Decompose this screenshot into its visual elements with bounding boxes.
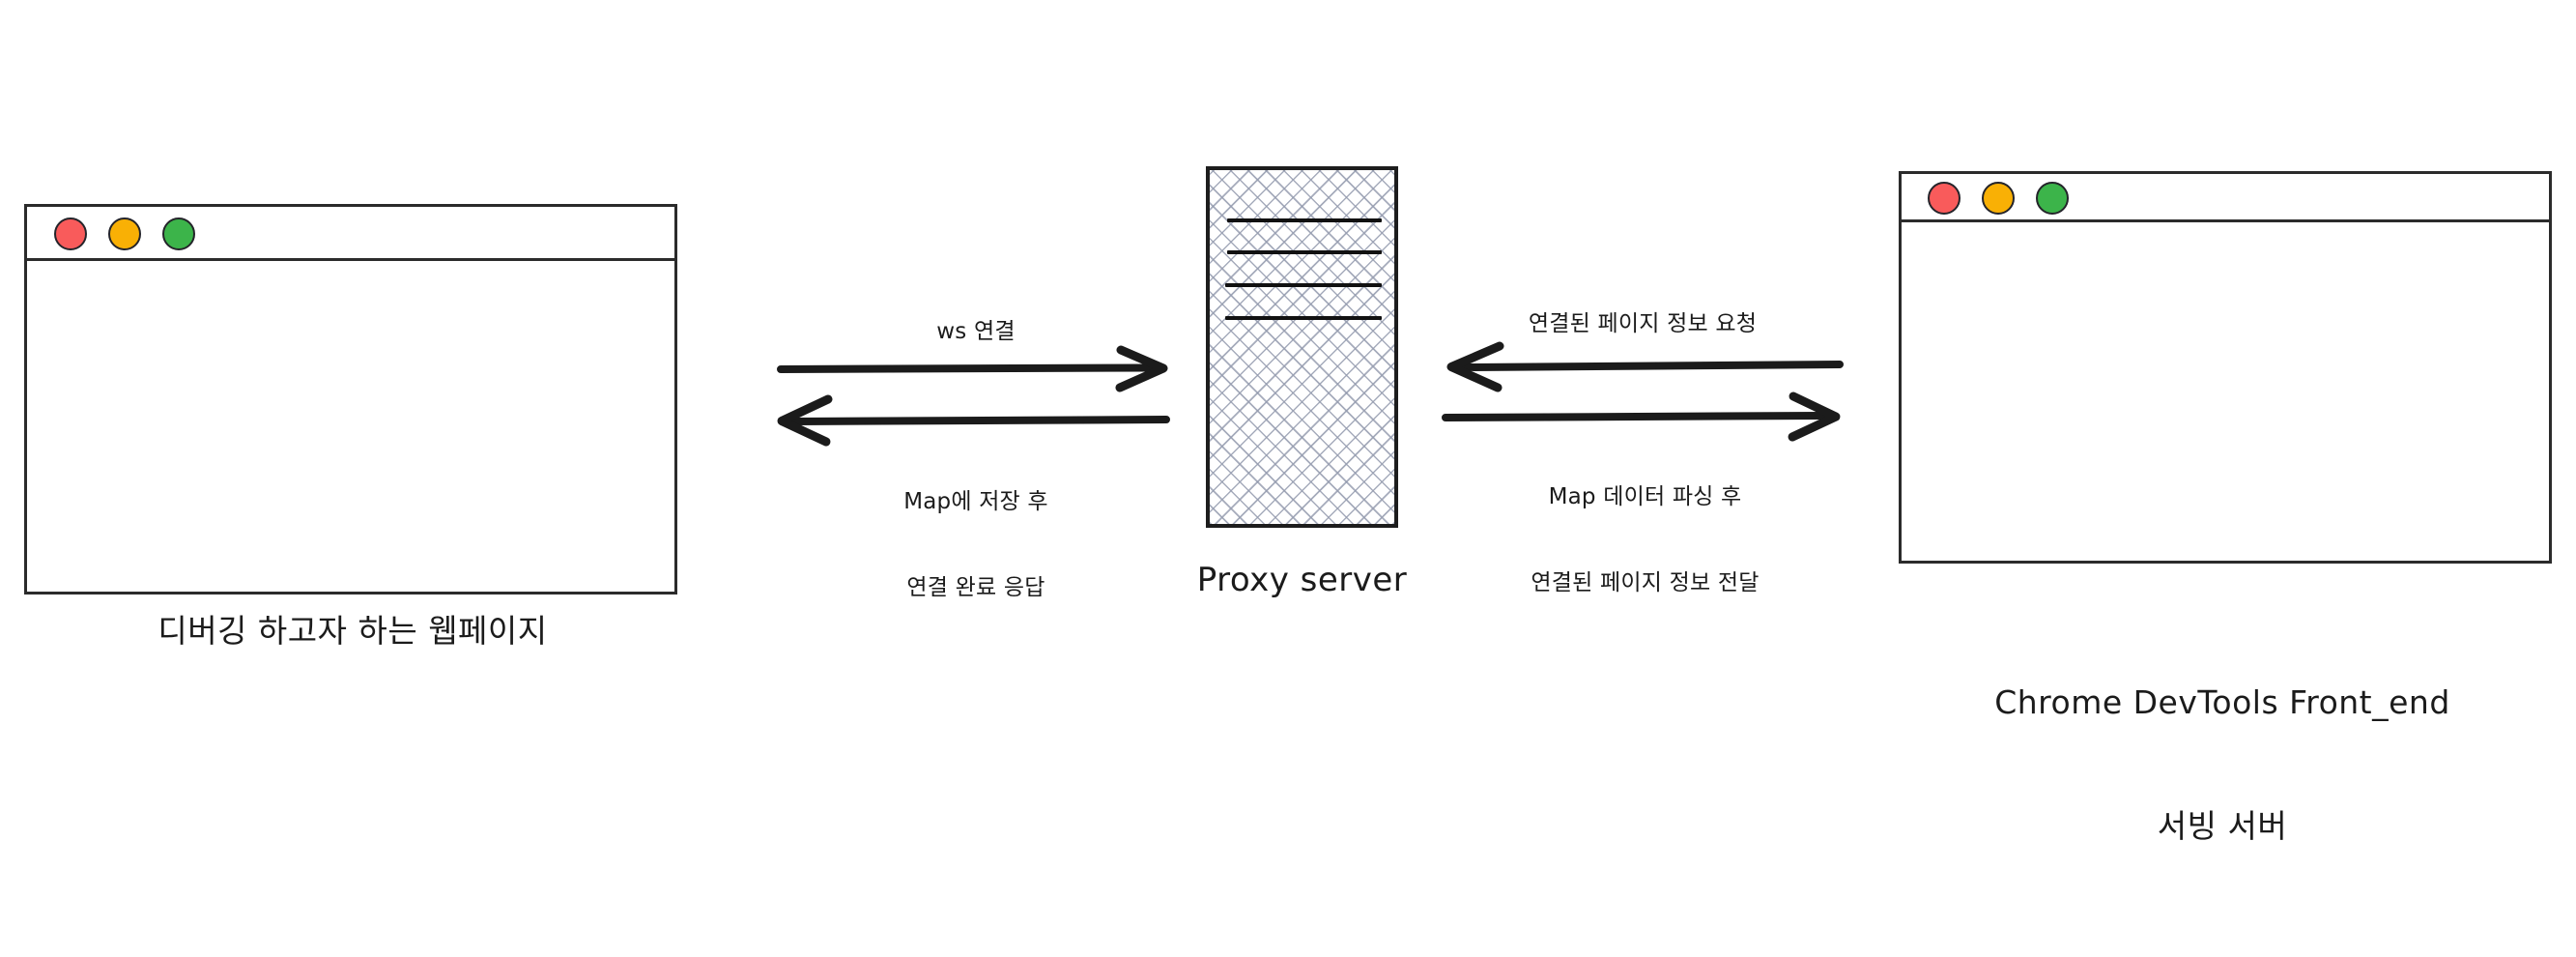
traffic-lights-group [54, 218, 195, 250]
proxy-server-node[interactable] [1206, 166, 1398, 528]
minimize-icon[interactable] [1982, 182, 2015, 215]
arrow-label-ws-connect: ws 연결 [936, 319, 1016, 344]
arrow-label-line-2: 연결된 페이지 정보 전달 [1531, 570, 1760, 596]
close-icon[interactable] [1928, 182, 1961, 215]
arrow-map-stored-response [777, 394, 1170, 447]
server-rack-line [1227, 250, 1382, 254]
browser-viewport [1902, 222, 2549, 561]
arrow-label-request-connected-page-info: 연결된 페이지 정보 요청 [1528, 311, 1758, 336]
browser-window-debug-target[interactable] [24, 204, 677, 594]
browser-window-devtools-frontend[interactable] [1899, 171, 2552, 564]
server-rack-line [1227, 218, 1382, 222]
node-label-devtools-frontend: Chrome DevTools Front_end 서빙 서버 [1884, 599, 2561, 931]
browser-titlebar [27, 207, 674, 261]
server-rack-line [1225, 316, 1382, 320]
close-icon[interactable] [54, 218, 87, 250]
browser-titlebar [1902, 174, 2549, 222]
arrow-label-line-1: Map 데이터 파싱 후 [1548, 483, 1742, 509]
arrow-label-map-stored-response: Map에 저장 후 연결 완료 응답 [792, 430, 1159, 661]
arrow-request-connected-page-info [1446, 341, 1844, 392]
arrow-label-line-1: Map에 저장 후 [903, 488, 1048, 514]
node-label-line-1: Chrome DevTools Front_end [1994, 682, 2450, 721]
arrow-ws-connect [777, 345, 1168, 392]
traffic-lights-group [1928, 182, 2069, 215]
maximize-icon[interactable] [162, 218, 195, 250]
node-label-proxy-server: Proxy server [1196, 561, 1408, 599]
browser-viewport [27, 261, 674, 592]
arrow-label-deliver-connected-page-info: Map 데이터 파싱 후 연결된 페이지 정보 전달 [1445, 425, 1846, 656]
server-rack-line [1225, 283, 1382, 287]
node-label-debug-target: 디버깅 하고자 하는 웹페이지 [157, 612, 548, 650]
maximize-icon[interactable] [2036, 182, 2069, 215]
minimize-icon[interactable] [108, 218, 141, 250]
node-label-line-2: 서빙 서버 [2157, 807, 2288, 846]
arrow-label-line-2: 연결 완료 응답 [906, 575, 1045, 601]
arrow-deliver-connected-page-info [1442, 392, 1841, 442]
